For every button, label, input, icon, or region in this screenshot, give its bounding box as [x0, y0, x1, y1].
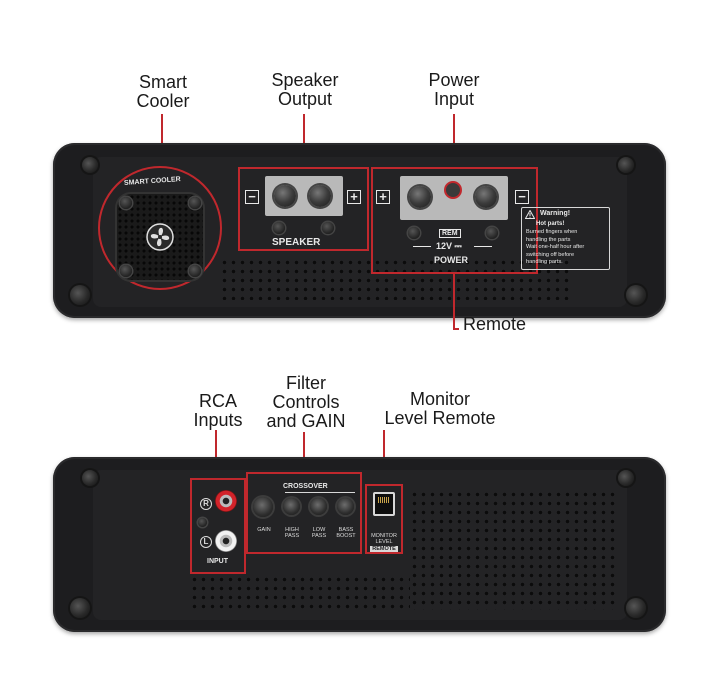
- input-label: INPUT: [207, 558, 228, 565]
- power-label: POWER: [434, 255, 469, 265]
- monitor-level-label: MONITOR LEVEL: [371, 533, 397, 545]
- fan-icon: [146, 223, 174, 251]
- control-label-gain: GAIN: [257, 527, 271, 533]
- callout-speaker-output: Speaker Output: [271, 70, 339, 109]
- power-positive-terminal[interactable]: [409, 186, 431, 208]
- divider: [413, 246, 431, 247]
- warning-body: Burned fingers when handling the parts W…: [526, 229, 585, 266]
- speaker-positive-terminal[interactable]: [309, 185, 331, 207]
- divider: [474, 246, 492, 247]
- control-label-bass-boost: BASS BOOST: [336, 527, 356, 539]
- control-label-low-pass: LOW PASS: [311, 527, 327, 539]
- smart-cooler-highlight: [98, 166, 222, 290]
- callout-monitor-level: Monitor Level Remote: [384, 389, 496, 428]
- leader-filter-controls: [303, 432, 305, 472]
- screw-icon: [198, 518, 207, 527]
- remote-terminal[interactable]: [444, 181, 462, 199]
- gain-knob[interactable]: [253, 497, 273, 517]
- speaker-negative-terminal[interactable]: [274, 185, 296, 207]
- leader-rca-inputs: [215, 430, 217, 478]
- screw-icon: [189, 197, 201, 209]
- minus-sign: −: [515, 190, 529, 204]
- crossover-label: CROSSOVER: [283, 483, 328, 490]
- warning-triangle-icon: [525, 210, 535, 219]
- warning-title: Warning!: [540, 210, 571, 217]
- control-label-high-pass: HIGH PASS: [284, 527, 300, 539]
- rca-right-jack[interactable]: [215, 490, 237, 512]
- screw-icon: [618, 157, 634, 173]
- rca-left-jack[interactable]: [215, 530, 237, 552]
- speaker-label: SPEAKER: [272, 237, 321, 248]
- screw-icon: [626, 598, 646, 618]
- screw-icon: [120, 197, 132, 209]
- rca-left-marker: L: [200, 536, 212, 548]
- screw-icon: [626, 285, 646, 305]
- callout-filter-controls: Filter Controls and GAIN: [266, 373, 346, 431]
- screw-icon: [408, 227, 420, 239]
- rca-right-marker: R: [200, 498, 212, 510]
- rem-label: REM: [439, 229, 461, 238]
- monitor-level-highlight: [365, 484, 403, 554]
- bottom-vent-grille-left: [190, 575, 410, 610]
- screw-icon: [70, 285, 90, 305]
- power-ground-terminal[interactable]: [475, 186, 497, 208]
- screw-icon: [82, 157, 98, 173]
- screw-icon: [322, 222, 334, 234]
- low-pass-knob[interactable]: [310, 498, 327, 515]
- warning-label: Warning! Hot parts! Burned fingers when …: [521, 207, 610, 270]
- screw-icon: [273, 222, 285, 234]
- minus-sign: −: [245, 190, 259, 204]
- plus-sign: +: [376, 190, 390, 204]
- callout-remote: Remote: [463, 314, 527, 334]
- crossover-divider: [285, 492, 355, 493]
- remote-label: REMOTE: [370, 546, 398, 552]
- screw-icon: [70, 598, 90, 618]
- speaker-output-highlight: [238, 167, 369, 251]
- top-vent-grille: [220, 258, 570, 300]
- screw-icon: [189, 265, 201, 277]
- warning-heading: Hot parts!: [536, 221, 565, 227]
- leader-remote: [453, 274, 455, 330]
- screw-icon: [82, 470, 98, 486]
- screw-icon: [618, 470, 634, 486]
- remote-port[interactable]: [373, 492, 395, 516]
- bass-boost-knob[interactable]: [337, 498, 354, 515]
- port-pins: [378, 497, 390, 503]
- screw-icon: [486, 227, 498, 239]
- callout-rca-inputs: RCA Inputs: [193, 391, 243, 430]
- filter-controls-highlight: [246, 472, 362, 554]
- leader-remote-tick: [453, 328, 459, 330]
- rca-inputs-highlight: [190, 478, 246, 574]
- voltage-label: 12V ⎓: [436, 241, 462, 251]
- callout-power-input: Power Input: [428, 70, 480, 109]
- callout-smart-cooler: Smart Cooler: [136, 72, 190, 111]
- high-pass-knob[interactable]: [283, 498, 300, 515]
- leader-speaker-output: [303, 114, 305, 167]
- bottom-vent-grille-right: [410, 490, 616, 610]
- screw-icon: [120, 265, 132, 277]
- leader-smart-cooler: [161, 114, 163, 170]
- power-input-highlight: [371, 167, 538, 274]
- leader-power-input: [453, 114, 455, 170]
- plus-sign: +: [347, 190, 361, 204]
